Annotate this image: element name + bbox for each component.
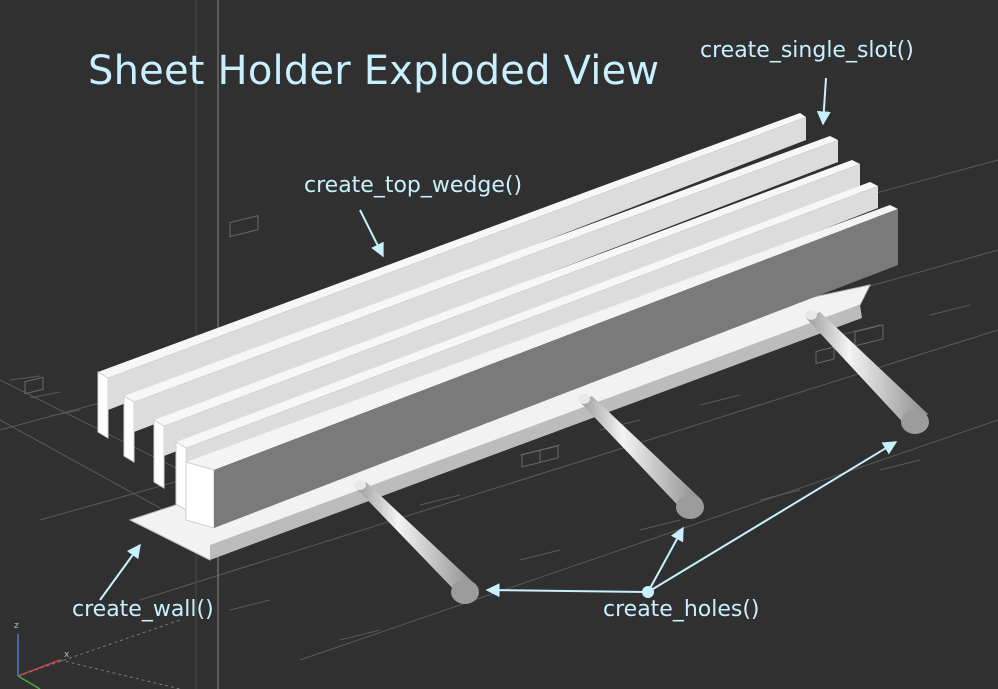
- annotation-single-slot: create_single_slot(): [700, 38, 914, 63]
- view-title: Sheet Holder Exploded View: [88, 48, 660, 94]
- annotation-top-wedge: create_top_wedge(): [304, 173, 523, 198]
- arrow-single-slot: [816, 77, 831, 126]
- x-axis-label: x: [64, 650, 70, 660]
- z-axis-label: z: [14, 621, 19, 631]
- grid-tick-labels: [24, 215, 884, 468]
- arrow-holes-right: [647, 441, 898, 593]
- arrow-holes-middle: [647, 526, 684, 593]
- pin-right: [805, 310, 929, 434]
- annotation-arrows: [99, 77, 898, 601]
- annotation-wall: create_wall(): [72, 597, 214, 622]
- holes-arrow-origin: [642, 586, 654, 598]
- annotation-holes: create_holes(): [603, 597, 760, 622]
- pin-left: [354, 480, 479, 604]
- pin-middle: [578, 394, 704, 519]
- slot-fins[interactable]: [97, 113, 898, 529]
- arrow-top-wedge: [359, 209, 384, 258]
- arrow-wall: [99, 543, 141, 601]
- hole-pins[interactable]: [354, 310, 929, 604]
- axis-gizmo: [17, 619, 181, 689]
- arrow-holes-left: [485, 583, 649, 598]
